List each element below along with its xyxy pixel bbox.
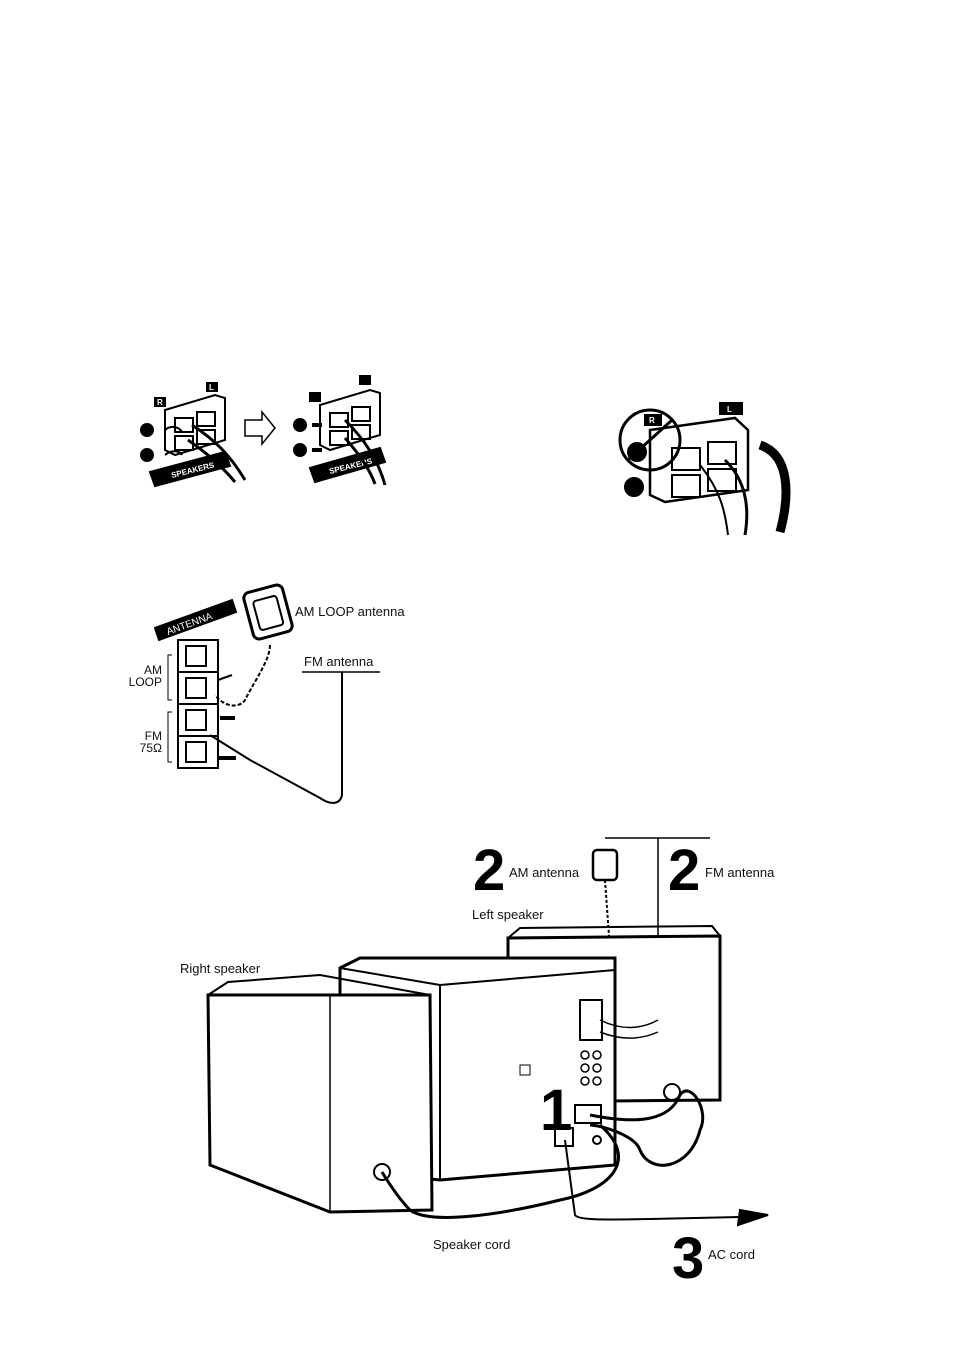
step-3-number: 3 bbox=[672, 1230, 704, 1288]
step-1-number: 1 bbox=[540, 1082, 572, 1140]
fm-antenna-label: FM antenna bbox=[304, 654, 373, 669]
fm-terminal-label: FM 75Ω bbox=[118, 730, 162, 754]
am-loop-terminal-label: AM LOOP bbox=[118, 664, 162, 688]
speaker-terminal-step-a: R L SPEAKERS bbox=[141, 383, 245, 486]
terminal-l-label: L bbox=[209, 383, 214, 392]
fm-antenna-overview-label: FM antenna bbox=[705, 865, 774, 880]
step-arrow-icon bbox=[245, 412, 275, 444]
ac-cord-label: AC cord bbox=[708, 1247, 755, 1262]
speaker-terminal-step-b: SPEAKERS bbox=[294, 376, 385, 485]
terminal-wrong-example: L R bbox=[620, 403, 786, 535]
ac-arrow-icon bbox=[738, 1210, 768, 1225]
left-speaker-label: Left speaker bbox=[472, 907, 544, 922]
svg-text:L: L bbox=[727, 405, 732, 414]
right-speaker-label: Right speaker bbox=[180, 961, 260, 976]
speaker-cord-label: Speaker cord bbox=[433, 1237, 510, 1252]
step-2-fm-number: 2 bbox=[668, 842, 700, 900]
am-antenna-label: AM antenna bbox=[509, 865, 579, 880]
svg-text:R: R bbox=[649, 416, 655, 425]
right-speaker bbox=[208, 995, 432, 1212]
step-2-am-number: 2 bbox=[473, 842, 505, 900]
am-loop-antenna-label: AM LOOP antenna bbox=[295, 604, 405, 619]
terminal-r-label: R bbox=[157, 398, 163, 407]
